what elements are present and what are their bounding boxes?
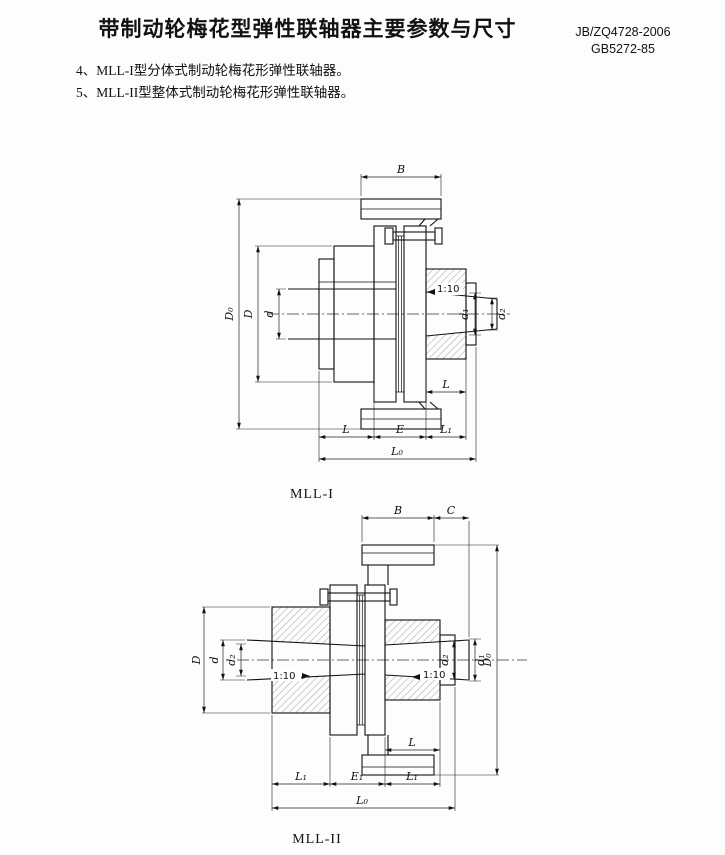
mll1-coupling-body	[267, 198, 510, 430]
dim-label-d2-right: d₂	[438, 654, 451, 665]
dim-label-d2: d₂	[495, 308, 508, 319]
figure-mll2-caption: MLL-II	[292, 832, 342, 847]
dim-label-b: B	[393, 505, 402, 517]
dim-label-d0: D₀	[481, 653, 494, 668]
taper-callout-left: 1:10	[273, 671, 295, 682]
note-item-5: 5、MLL-II型整体式制动轮梅花形弹性联轴器。	[76, 85, 355, 100]
standard-ref-2: GB5272-85	[591, 42, 655, 56]
taper-callout-right: 1:10	[423, 670, 445, 681]
dim-label-l1-left: L₁	[294, 770, 307, 783]
figure-mll1-caption: MLL-I	[290, 487, 334, 502]
dim-label-d-small: d	[263, 310, 276, 317]
dim-label-b: B	[396, 163, 405, 176]
notes-list: 4、MLL-I型分体式制动轮梅花形弹性联轴器。 5、MLL-II型整体式制动轮梅…	[76, 60, 354, 104]
standard-ref-1: JB/ZQ4728-2006	[575, 25, 671, 39]
mll2-section-hatching	[272, 607, 440, 713]
mll2-coupling-body	[237, 544, 527, 776]
mll1-dimensions: B D₀ D d d₁ d₂ 1:10	[223, 163, 508, 462]
figure-mll2-drawing: B C D₀ d₁ d₂ D d d₂	[192, 505, 527, 811]
dim-label-e: E	[395, 423, 404, 436]
note-item-4: 4、MLL-I型分体式制动轮梅花形弹性联轴器。	[76, 63, 350, 78]
dim-label-c: C	[447, 505, 456, 517]
dim-label-l-hub: L	[441, 378, 449, 391]
dim-label-d1: d₁	[474, 654, 487, 665]
standard-refs: JB/ZQ4728-2006 GB5272-85	[556, 24, 690, 58]
taper-callout: 1:10	[437, 284, 459, 295]
dim-label-d-small: d	[208, 656, 221, 663]
dim-label-l0: L₀	[355, 794, 368, 807]
dim-label-l1: L₁	[439, 423, 452, 436]
dim-label-l: L	[341, 423, 349, 436]
dim-label-l1-right: L₁	[405, 770, 418, 783]
page-title: 带制动轮梅花型弹性联轴器主要参数与尺寸	[98, 18, 517, 41]
dim-label-d0: D₀	[223, 307, 236, 322]
mll2-dimensions: B C D₀ d₁ d₂ D d d₂	[192, 505, 499, 811]
dim-label-d1: d₁	[458, 308, 471, 319]
dim-label-e1: E₁	[350, 770, 363, 783]
dim-label-d2-left: d₂	[225, 654, 238, 665]
dim-label-d-big: D	[192, 655, 203, 665]
figure-mll1-drawing: B D₀ D d d₁ d₂ 1:10	[223, 163, 510, 462]
dim-label-l: L	[407, 736, 415, 749]
dim-label-d-big: D	[242, 309, 255, 319]
dim-label-l0: L₀	[390, 445, 403, 458]
